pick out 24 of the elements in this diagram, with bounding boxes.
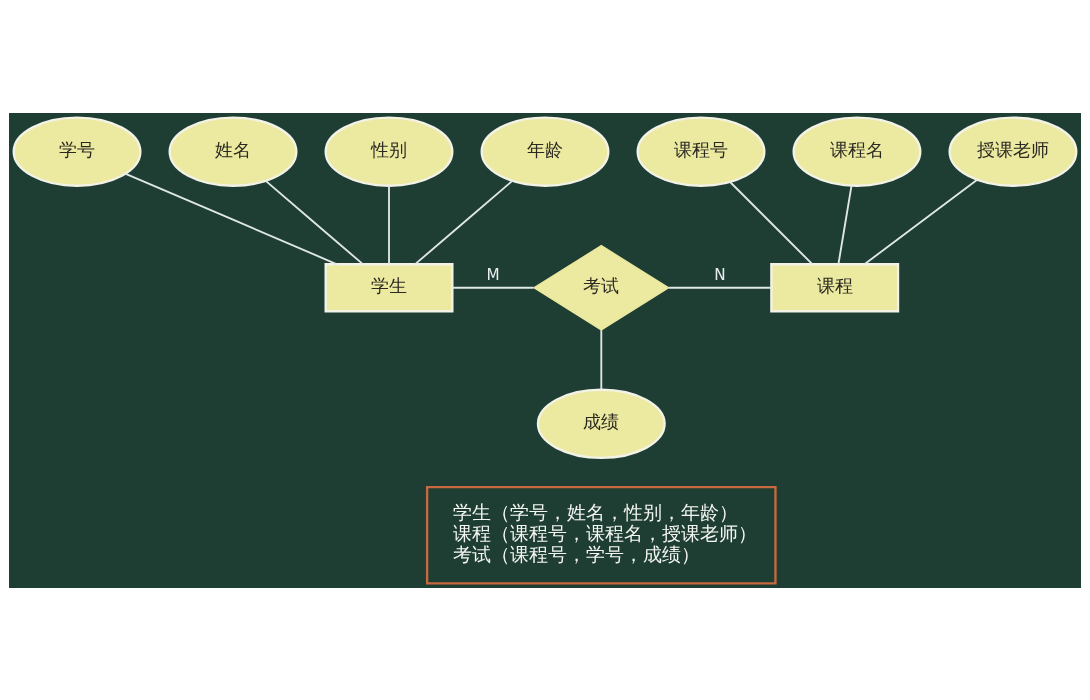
- node-ellipse: 姓名: [168, 116, 298, 187]
- connector: [729, 180, 813, 265]
- connector: [264, 179, 364, 265]
- edge-label: M: [486, 265, 500, 284]
- node-box: 学生（学号，姓名，性别，年龄） 课程（课程号，课程名，授课老师） 考试（课程号，学号，成绩）: [425, 485, 777, 584]
- edge-label: N: [714, 265, 726, 284]
- node-ellipse: 性别: [324, 116, 454, 187]
- node-box: 课程: [770, 262, 900, 312]
- node-ellipse: 课程号: [636, 116, 766, 187]
- connector: [600, 328, 603, 390]
- node-box: 学生: [324, 262, 454, 312]
- connector: [863, 178, 978, 265]
- node-diamond: 考试: [532, 244, 670, 331]
- connector: [667, 286, 773, 289]
- connector: [388, 184, 390, 265]
- node-ellipse: 年龄: [480, 116, 610, 187]
- node-ellipse: 学号: [12, 116, 142, 187]
- connector: [414, 179, 514, 265]
- node-ellipse: 授课老师: [948, 116, 1078, 187]
- connector: [837, 184, 853, 265]
- connector: [451, 286, 535, 289]
- node-ellipse: 课程名: [792, 116, 922, 187]
- node-ellipse: 成绩: [536, 388, 666, 459]
- connector: [124, 172, 338, 265]
